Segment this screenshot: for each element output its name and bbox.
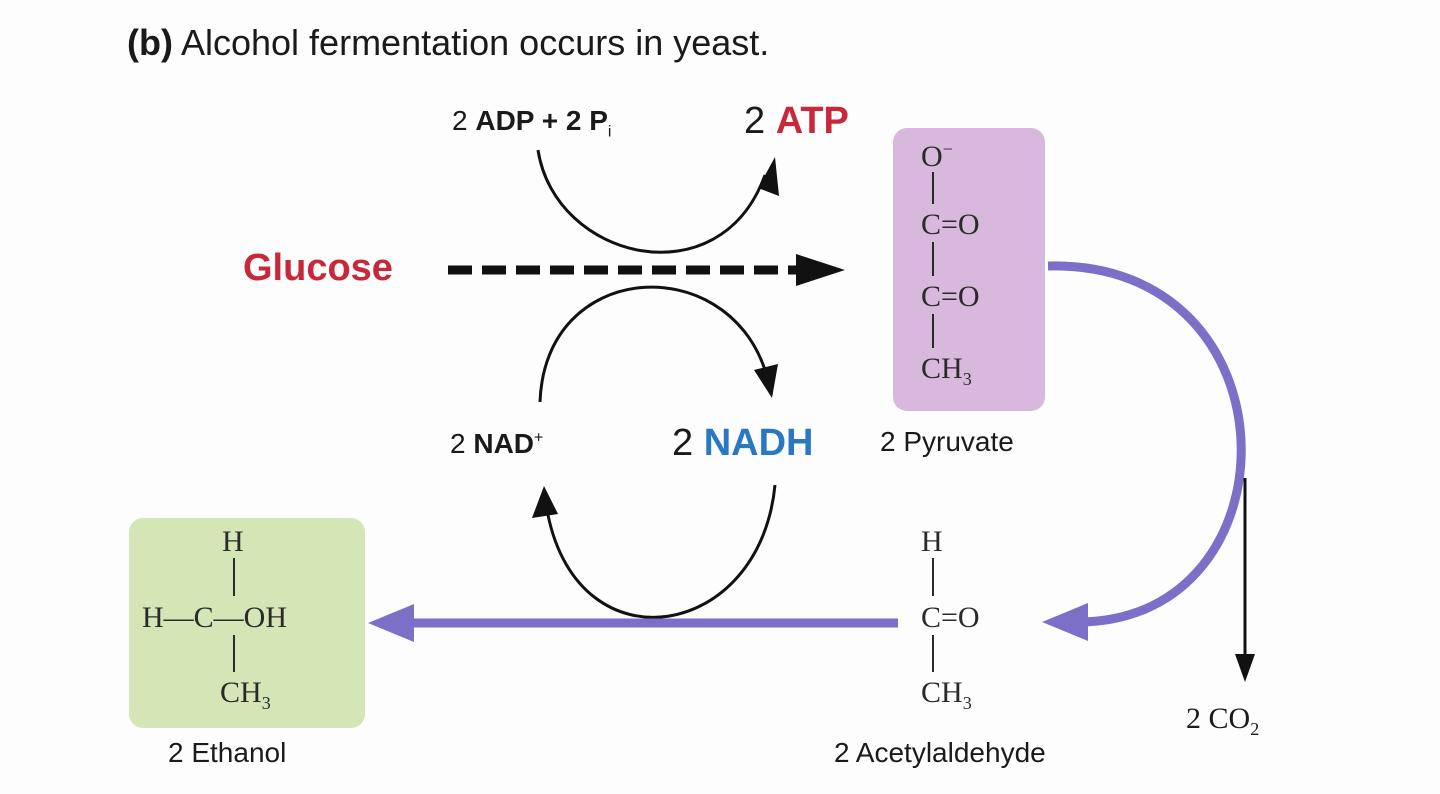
pyruvate-carbonyl-2: C=O	[921, 280, 980, 313]
pyruvate-carbonyl-1: C=O	[921, 208, 980, 241]
pyruvate-o-minus: O−	[921, 140, 953, 172]
atp-arrowhead	[758, 157, 779, 196]
pyruvate-charge: −	[942, 139, 953, 159]
nadh-label: 2 NADH	[672, 422, 813, 465]
co2-arrowhead	[1235, 654, 1255, 682]
pyruvate-ch: CH	[921, 352, 963, 385]
acetylaldehyde-label: 2 Acetylaldehyde	[834, 737, 1046, 768]
co2-label: 2 CO2	[1186, 702, 1259, 740]
nad-superscript: +	[534, 429, 544, 447]
acetaldehyde-carbonyl: C=O	[921, 601, 980, 634]
structure-bonds	[233, 172, 934, 672]
nadh-text: NADH	[703, 422, 814, 464]
nadh-arrowhead	[754, 364, 778, 398]
glucose-label: Glucose	[243, 247, 393, 289]
ethanol-box	[129, 518, 365, 728]
atp-label: 2 ATP	[744, 100, 849, 143]
nad-arrowhead	[532, 486, 558, 518]
co2-text: 2 CO	[1186, 702, 1251, 735]
atp-count: 2	[744, 100, 776, 142]
adp-text: ADP	[475, 105, 534, 136]
glucose-arrowhead	[796, 254, 845, 286]
adp-pi-label: 2 ADP + 2 Pi	[452, 105, 611, 142]
ethanol-ch: CH	[220, 676, 262, 709]
pi-subscript: i	[607, 123, 612, 141]
co2-subscript: 2	[1250, 719, 1260, 739]
nad-label: 2 NAD+	[450, 428, 543, 460]
pyruvate-oxygen: O	[921, 140, 943, 173]
acetaldehyde-methyl: CH3	[921, 676, 972, 713]
adp-count: 2	[452, 105, 476, 136]
ethanol-h: H	[222, 525, 244, 558]
nad-count: 2	[450, 428, 474, 459]
pyruvate-methyl: CH3	[921, 352, 972, 389]
pyruvate-label: 2 Pyruvate	[880, 426, 1014, 457]
figure-part-label: (b)	[127, 22, 173, 63]
acetaldehyde-arrowhead	[1042, 603, 1088, 641]
adp-atp-curve	[536, 149, 767, 254]
pyruvate-box	[893, 128, 1045, 411]
nadh-nad-curve	[546, 484, 777, 619]
acetaldehyde-h: H	[921, 525, 943, 558]
pyruvate-to-acetaldehyde-arrow	[1047, 261, 1246, 627]
figure-title-text: Alcohol fermentation occurs in yeast.	[180, 22, 770, 63]
nad-nadh-curve	[538, 285, 767, 403]
figure-title: (b) Alcohol fermentation occurs in yeast…	[127, 22, 769, 64]
nadh-count: 2	[672, 422, 704, 464]
pyruvate-sub3: 3	[962, 369, 972, 389]
acetaldehyde-sub3: 3	[962, 693, 972, 713]
ethanol-label: 2 Ethanol	[168, 737, 287, 768]
ethanol-sub3: 3	[261, 693, 271, 713]
nad-text: NAD	[473, 428, 535, 459]
ethanol-methyl: CH3	[220, 676, 271, 713]
acetaldehyde-ch: CH	[921, 676, 963, 709]
atp-text: ATP	[775, 100, 849, 142]
ethanol-main-row: H—C—OH	[142, 601, 288, 634]
pi-text: + 2 P	[533, 105, 608, 136]
ethanol-arrowhead	[368, 604, 414, 642]
